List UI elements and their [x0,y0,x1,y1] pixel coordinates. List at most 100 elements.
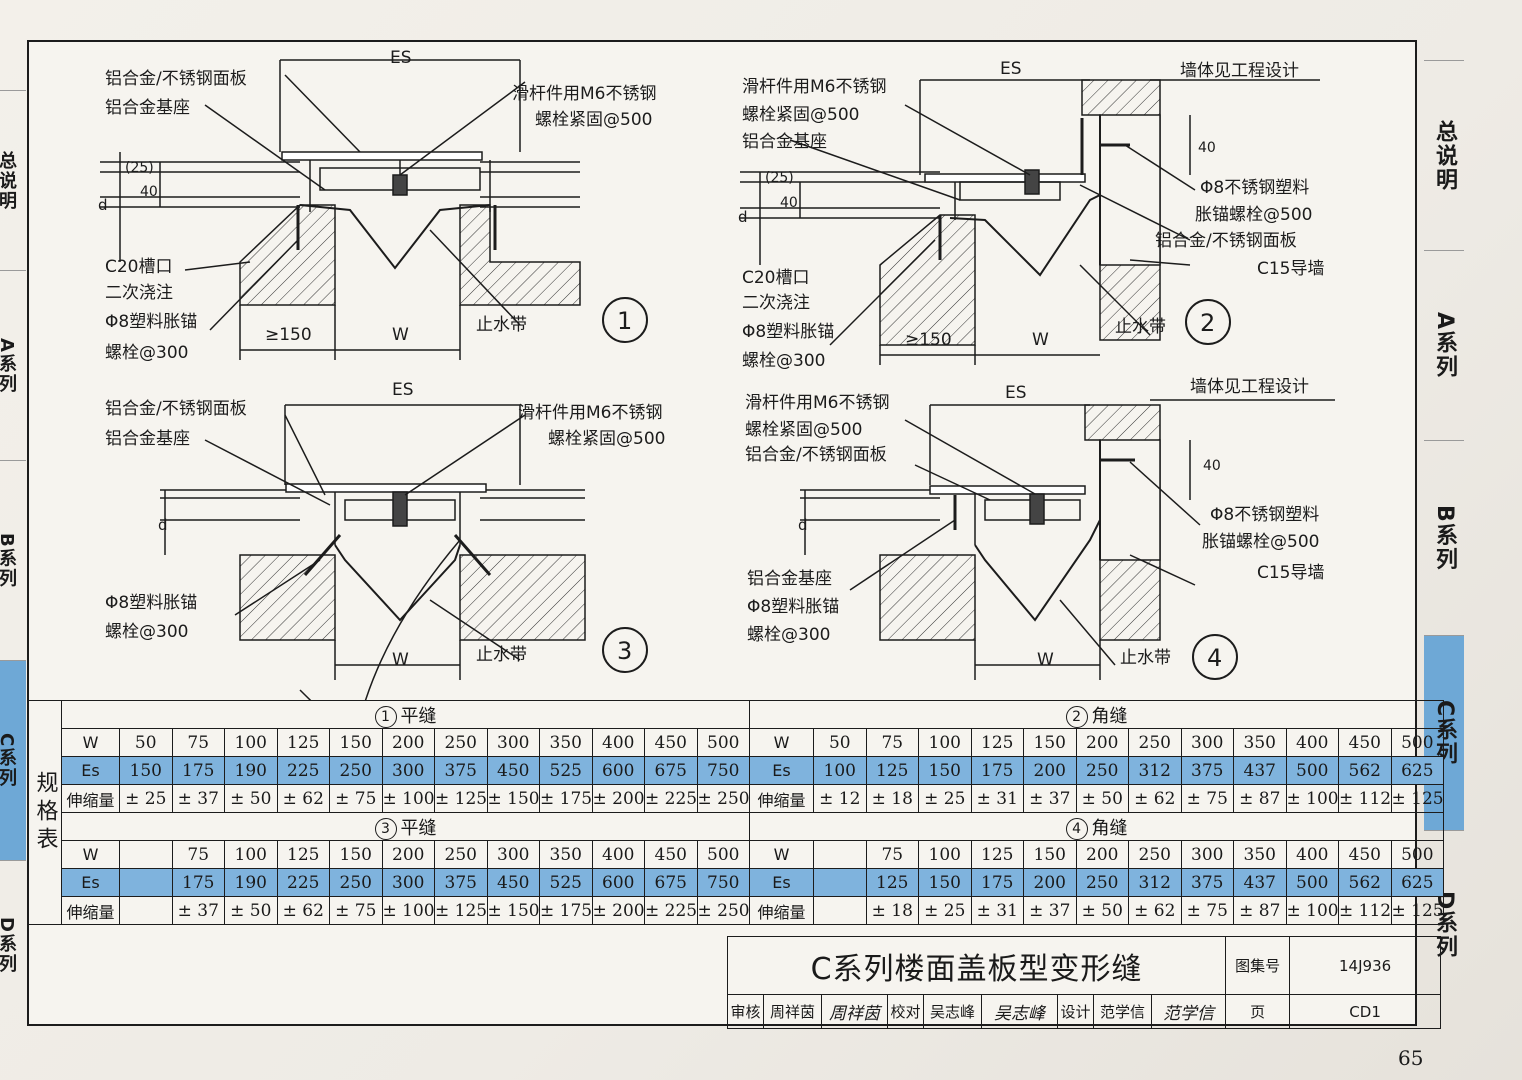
spec-cell: 500 [1390,728,1445,757]
check-signature: 吴志峰 [981,994,1058,1029]
d2-bolt-b: 螺栓紧固@500 [742,105,859,125]
spec-cell: ± 50 [224,896,278,925]
spec-cell: 400 [591,840,645,869]
spec-cell: 250 [434,728,488,757]
spec-row-label: Es [749,868,815,897]
spec-row-label: Es [749,756,815,785]
spec-cell: 200 [1023,756,1077,785]
d3-w: W [392,650,409,670]
spec-cell: ± 12 [813,784,867,813]
spec-cell: 150 [1023,840,1077,869]
spec-cell: ± 200 [591,896,645,925]
spec-cell: ± 175 [539,784,593,813]
spec-cell: 250 [434,840,488,869]
spec-cell: 100 [918,840,972,869]
spec-number-t3: 3 [374,817,397,840]
d2-anchor-a: Φ8塑料胀锚 [742,322,834,342]
spec-cell: 100 [918,728,972,757]
spec-cell: 75 [171,840,225,869]
spec-cell: 125 [865,756,920,785]
spec-cell [119,868,173,897]
spec-cell: ± 37 [1023,784,1077,813]
d2-num: 2 [1200,309,1215,337]
d1-w: W [392,325,409,345]
spec-title-text-t2: 角缝 [1091,705,1128,727]
spec-cell: 175 [171,868,225,897]
spec-cell: 500 [696,728,751,757]
tab-d-series[interactable]: D系列 [0,860,26,1030]
spec-row-label: W [749,840,815,869]
d2-panel: 铝合金/不锈钢面板 [1155,231,1297,251]
spec-cell: ± 100 [381,784,435,813]
d1-dim-d: d [98,196,108,214]
d1-es: ES [390,48,412,68]
spec-cell: ± 100 [381,896,435,925]
spec-cell: 450 [644,840,698,869]
spec-row-label: 伸缩量 [61,896,120,925]
d2-ss-b: 胀锚螺栓@500 [1195,205,1312,225]
tab-b-series[interactable]: B系列 [0,460,26,660]
tab-c-series[interactable]: C系列 [0,660,26,860]
spec-cell: 300 [486,840,540,869]
d3-waterstop: 止水带 [476,645,527,665]
spec-cell: 150 [119,756,173,785]
detail-4 [800,399,1335,680]
spec-cell: 400 [1285,728,1340,757]
spec-cell: 125 [276,840,330,869]
d2-waterstop: 止水带 [1115,317,1166,337]
d2-dim-d: d [738,208,748,226]
d3-panel: 铝合金/不锈钢面板 [105,399,247,419]
tab-general-right[interactable]: 总说明 [1424,60,1464,250]
spec-number-t2: 2 [1065,705,1088,728]
spec-row-label: W [61,728,120,757]
spec-title-text-t3: 平缝 [400,817,437,839]
spec-cell: 300 [1180,840,1235,869]
d4-es: ES [1005,383,1027,403]
d1-num: 1 [617,307,632,335]
spec-cell [813,840,867,869]
tab-general[interactable]: 总说明 [0,90,26,270]
d4-w: W [1037,650,1054,670]
spec-row-label: W [61,840,120,869]
spec-cell: ± 18 [865,784,920,813]
d2-ge150: ≥150 [905,330,952,350]
d2-w: W [1032,330,1049,350]
tab-a-series-right[interactable]: A系列 [1424,250,1464,440]
spec-cell: 500 [1285,868,1340,897]
design-label: 设计 [1057,994,1094,1029]
spec-cell: ± 225 [644,784,698,813]
tab-b-series-right[interactable]: B系列 [1424,440,1464,635]
page-number: 65 [1398,1046,1424,1070]
tab-a-series[interactable]: A系列 [0,270,26,460]
d2-base: 铝合金基座 [742,132,827,152]
d2-bolt-a: 滑杆件用M6不锈钢 [742,77,886,97]
spec-cell: 250 [329,756,383,785]
spec-cell: 675 [644,868,698,897]
d4-base: 铝合金基座 [747,569,832,589]
review-signature: 周祥茵 [821,994,888,1029]
spec-cell: ± 25 [918,784,972,813]
spec-cell: 350 [1233,728,1287,757]
spec-cell: 375 [434,868,488,897]
spec-cell: 437 [1233,756,1287,785]
spec-cell: ± 75 [329,784,383,813]
spec-cell: 300 [1180,728,1235,757]
spec-cell: ± 150 [486,896,540,925]
d2-anchor-b: 螺栓@300 [742,351,825,371]
spec-cell: 175 [171,756,225,785]
spec-cell [813,896,867,925]
atlas-number: 14J936 [1289,936,1442,995]
spec-cell: 450 [1338,840,1392,869]
page-label: 页 [1225,994,1291,1029]
spec-cell: ± 37 [171,784,225,813]
spec-cell: 300 [381,756,435,785]
spec-cell: ± 75 [1180,896,1235,925]
d4-panel: 铝合金/不锈钢面板 [745,445,887,465]
spec-cell: 200 [1023,868,1077,897]
spec-cell: ± 150 [486,784,540,813]
spec-cell: 250 [329,868,383,897]
d2-dim25: (25) [765,170,794,186]
spec-row-label: 伸缩量 [749,784,815,813]
